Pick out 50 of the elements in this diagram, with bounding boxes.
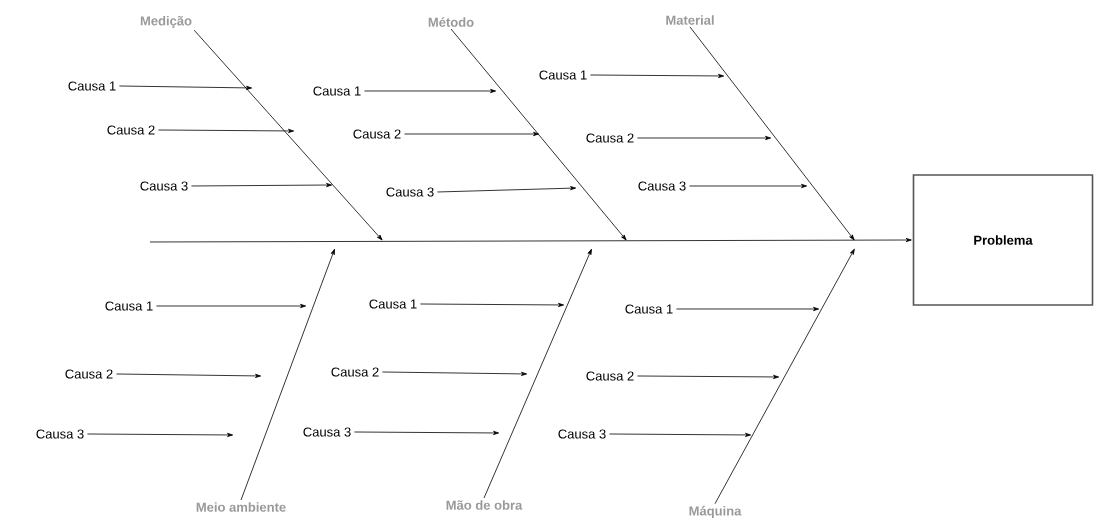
cause-label: Causa 2 xyxy=(65,369,113,379)
cause-label: Causa 1 xyxy=(105,301,153,311)
cause-label: Causa 2 xyxy=(586,133,634,143)
arrow xyxy=(689,183,808,189)
arrow xyxy=(354,430,500,435)
arrow xyxy=(590,73,725,78)
cause-label: Causa 2 xyxy=(586,371,634,381)
problem-box: Problema xyxy=(912,174,1094,306)
arrow xyxy=(193,29,383,241)
arrow xyxy=(637,135,772,141)
cause-label: Causa 1 xyxy=(369,299,417,309)
arrow xyxy=(191,183,333,188)
cause-label: Causa 3 xyxy=(36,429,84,439)
arrow xyxy=(689,26,855,241)
arrow xyxy=(364,88,497,94)
arrow xyxy=(119,85,253,90)
category-label: Medição xyxy=(140,15,192,29)
cause-label: Causa 2 xyxy=(107,125,155,135)
arrow xyxy=(714,248,855,505)
arrow xyxy=(158,128,295,133)
arrow xyxy=(676,306,820,312)
cause-label: Causa 1 xyxy=(313,86,361,96)
arrow xyxy=(404,131,540,137)
cause-label: Causa 1 xyxy=(625,304,673,314)
arrow xyxy=(116,373,262,378)
cause-label: Causa 3 xyxy=(303,427,351,437)
arrow xyxy=(437,186,577,193)
arrow xyxy=(149,238,912,243)
category-label: Método xyxy=(428,17,474,27)
cause-label: Causa 1 xyxy=(68,81,116,91)
cause-label: Causa 3 xyxy=(638,181,686,191)
cause-label: Causa 3 xyxy=(386,187,434,197)
category-label: Mão de obra xyxy=(446,500,523,510)
cause-label: Causa 2 xyxy=(353,129,401,139)
category-label: Máquina xyxy=(689,505,742,519)
cause-label: Causa 2 xyxy=(331,367,379,377)
arrow xyxy=(240,248,335,501)
category-label: Material xyxy=(666,15,714,25)
arrow xyxy=(637,374,780,379)
arrow xyxy=(609,432,752,437)
arrow xyxy=(87,432,234,437)
arrow xyxy=(420,302,565,307)
arrow xyxy=(156,303,307,309)
cause-label: Causa 1 xyxy=(539,70,587,80)
arrow xyxy=(450,28,627,241)
category-label: Meio ambiente xyxy=(196,502,286,512)
cause-label: Causa 3 xyxy=(140,181,188,191)
arrow xyxy=(382,371,528,376)
cause-label: Causa 3 xyxy=(558,429,606,439)
arrow xyxy=(483,248,592,499)
